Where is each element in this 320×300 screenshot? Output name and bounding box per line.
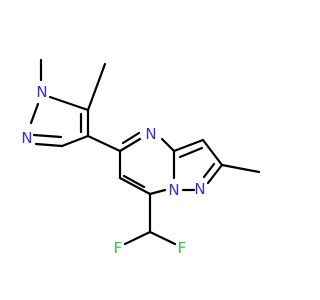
bond-c5-methyl <box>86 62 107 112</box>
bond-c5p-n4-inner <box>121 131 141 145</box>
bond-c2-n1 <box>206 163 224 185</box>
bond-chf2-f-right <box>148 230 177 246</box>
bond-n1-n2 <box>29 102 40 125</box>
bond-n2-c3-inner <box>32 133 63 139</box>
bond-c3-c2 <box>201 138 224 167</box>
bond-c3-c4 <box>60 134 90 148</box>
bond-c7-c6 <box>118 176 152 196</box>
bond-n1-c5 <box>48 95 90 112</box>
atom-n-fused-pyrazole: N <box>194 180 205 198</box>
bond-n7a-c7 <box>148 188 167 196</box>
bond-n2-c3 <box>34 142 64 148</box>
atom-f-right: F <box>178 239 187 257</box>
atom-f-left: F <box>114 239 123 257</box>
bond-c3a-c3 <box>172 138 205 153</box>
bond-pyrazole-pyrimidine <box>86 134 122 153</box>
bond-n4-c3a <box>160 137 176 153</box>
bond-chf2-f-left <box>123 230 152 246</box>
atom-n-bridgehead: N <box>168 181 179 199</box>
bond-c5p-n4 <box>118 137 142 153</box>
atom-n-pyrazole-imine: N <box>21 129 32 147</box>
atom-n-pyrazole-methyl: N <box>36 83 47 101</box>
bonds <box>29 58 261 246</box>
bond-c3a-c3-inner <box>178 146 204 159</box>
bond-c2-n1-inner <box>202 162 216 179</box>
atom-n-pyrimidine: N <box>145 125 156 143</box>
molecule-structure: N N N N N F F <box>21 58 261 257</box>
bond-c2-methyl <box>220 163 261 174</box>
atom-labels: N N N N N F F <box>21 83 205 257</box>
bond-c7-c6-inner <box>122 174 146 189</box>
molecule-drawing: N N N N N F F <box>21 58 261 257</box>
